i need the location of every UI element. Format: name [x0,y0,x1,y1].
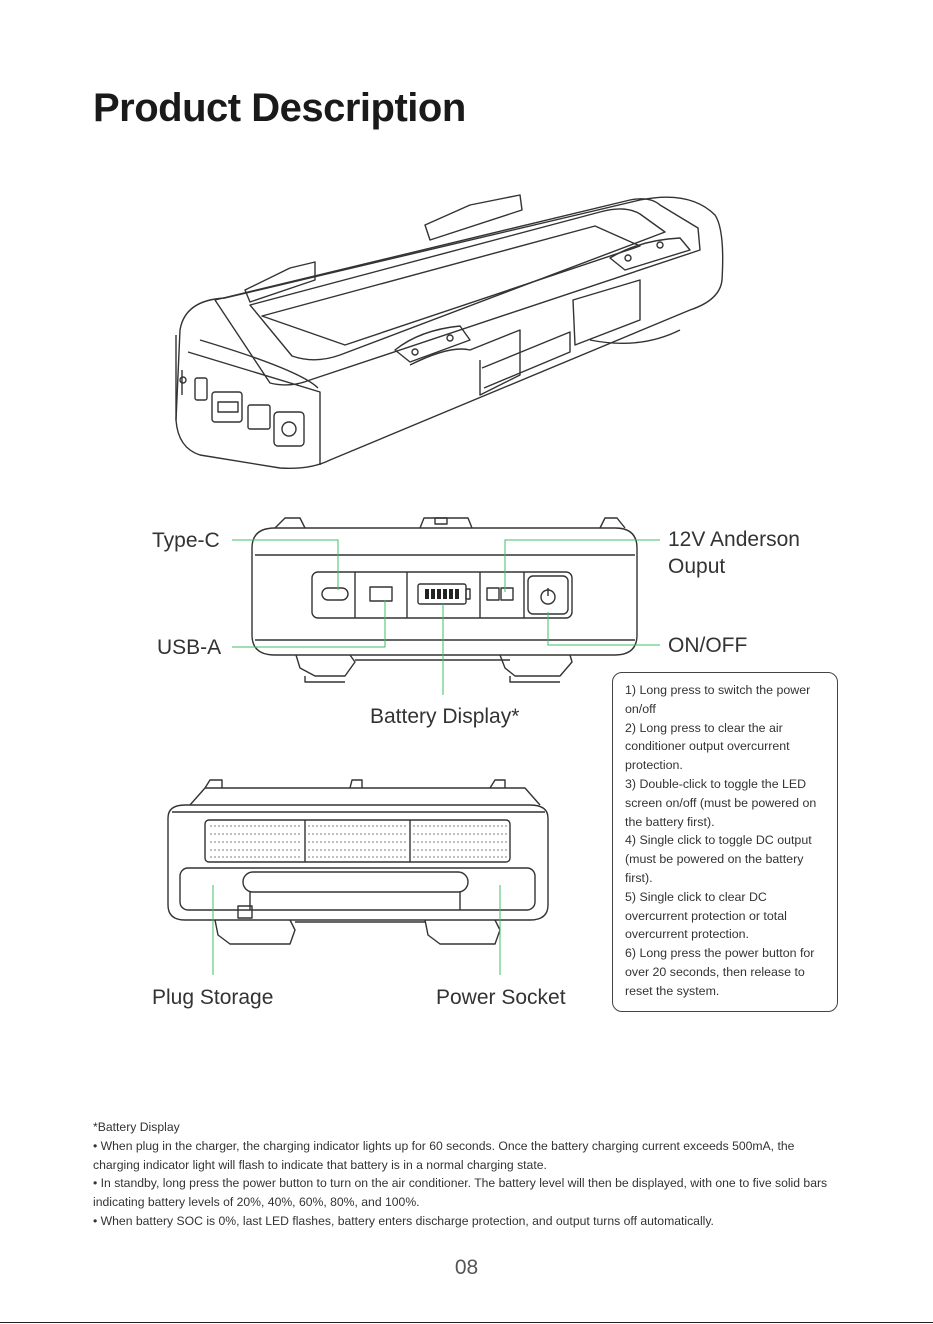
battery-display-footnote: *Battery Display • When plug in the char… [93,1118,838,1231]
label-anderson-line2: Ouput [668,555,726,578]
bottom-rule [0,1322,933,1323]
label-battery-display: Battery Display* [370,705,520,728]
label-type-c: Type-C [152,529,220,552]
note-item: 6) Long press the power button for over … [625,946,815,998]
note-item: 4) Single click to toggle DC output (mus… [625,833,812,885]
note-item: 2) Long press to clear the air condition… [625,720,790,773]
footnote-bullet: • In standby, long press the power butto… [93,1176,828,1210]
note-item: 3) Double-click to toggle the LED screen… [625,776,817,829]
page-title: Product Description [93,86,466,130]
footnote-bullet: • When plug in the charger, the charging… [93,1138,795,1172]
label-plug-storage: Plug Storage [152,986,274,1009]
label-anderson-line1: 12V Anderson [668,528,800,551]
label-power-socket: Power Socket [436,986,566,1009]
front-view-drawing [251,517,638,683]
rear-view-drawing [167,779,549,945]
note-item: 1) Long press to switch the power on/off [625,683,811,716]
isometric-view-drawing [175,194,724,470]
label-usb-a: USB-A [157,636,222,659]
label-on-off: ON/OFF [668,634,748,657]
page-number: 08 [454,1256,479,1279]
note-item: 5) Single click to clear DC overcurrent … [625,889,787,942]
on-off-notes-box: 1) Long press to switch the power on/off… [612,672,838,1012]
footnote-heading: *Battery Display [93,1120,180,1134]
footnote-bullet: • When battery SOC is 0%, last LED flash… [93,1213,714,1228]
leader-lines [212,539,660,975]
